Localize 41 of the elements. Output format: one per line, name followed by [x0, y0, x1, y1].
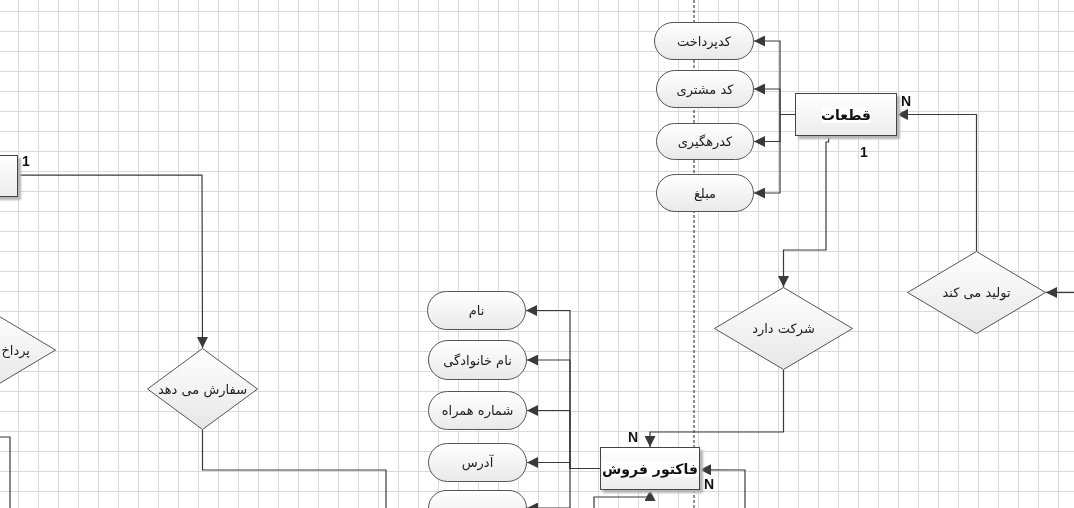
relationship-label: سفارش می دهد	[157, 381, 248, 397]
arrow	[896, 109, 978, 252]
attribute-label: نام خانوادگی	[443, 352, 512, 368]
relationship-label: تولید می کند	[942, 285, 1011, 300]
attribute-label: کدرهگیری	[677, 134, 733, 149]
cardinality-label: N	[628, 430, 639, 444]
arrow	[1045, 287, 1074, 298]
arrow	[17, 174, 208, 349]
attribute-pill	[427, 291, 526, 330]
attribute-label: شماره همراه	[441, 403, 514, 418]
attribute-label: مبلغ	[693, 185, 717, 201]
attribute-label: آدرس	[461, 455, 494, 470]
attribute-pill	[428, 443, 527, 482]
attribute-pill	[428, 391, 527, 430]
relationship-diamond	[714, 287, 853, 370]
entity-box	[600, 447, 700, 490]
cardinality-label: N	[901, 94, 912, 108]
attribute-pill	[654, 22, 754, 60]
cardinality-label: 1	[22, 154, 30, 168]
attribute-pill	[656, 70, 754, 108]
arrow	[526, 467, 601, 508]
entity-box	[795, 93, 897, 136]
arrow	[753, 113, 796, 199]
relationship-label: پرداخ	[1, 342, 30, 358]
arrow	[644, 369, 785, 448]
attribute-pill	[428, 340, 527, 380]
connector-line	[201, 429, 387, 508]
entity-label: قطعات	[820, 106, 871, 123]
attribute-label: نام	[468, 303, 485, 318]
arrow	[699, 464, 746, 508]
cardinality-label: N	[704, 477, 715, 491]
attribute-pill	[656, 174, 754, 212]
entity-label: فاکتور فروش	[602, 460, 698, 477]
relationship-diamond	[907, 251, 1046, 334]
relationship-diamond	[147, 348, 258, 430]
arrow	[593, 489, 656, 508]
attribute-label: کدپرداخت	[677, 33, 731, 49]
attribute-pill	[656, 123, 754, 160]
arrow	[778, 135, 830, 288]
attribute-label: کد مشتری	[676, 81, 734, 97]
relationship-label: شرکت دارد	[752, 321, 815, 336]
